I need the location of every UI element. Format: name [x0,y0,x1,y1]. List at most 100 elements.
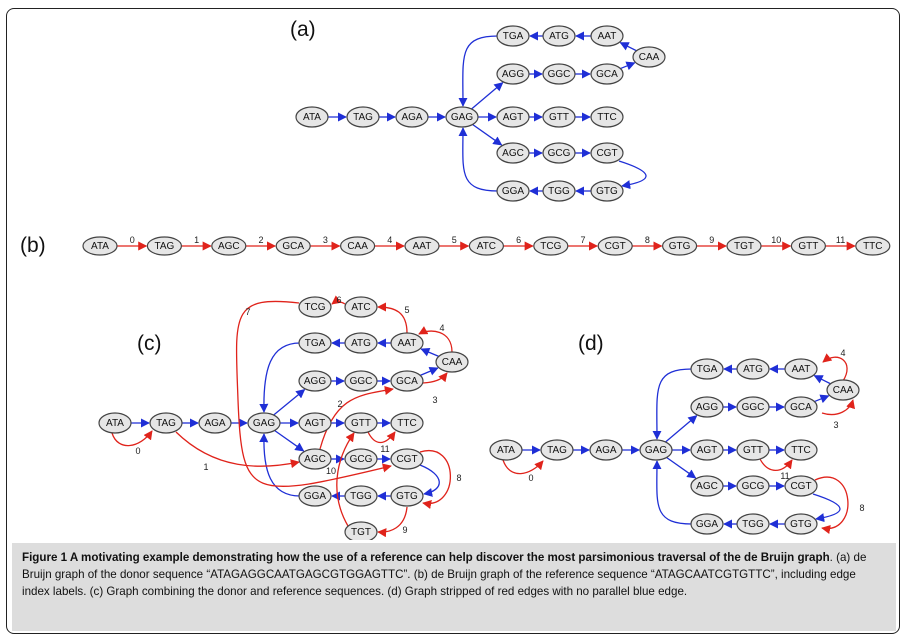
panel-c-node-gtg: GTG [390,485,424,507]
svg-text:AGA: AGA [595,445,616,456]
panel-a-edge-cgt-gtg [618,160,647,190]
panel-c-red-label-0: 0 [135,446,140,456]
panel-c-red-label-7: 7 [245,307,250,317]
panel-c-node-agt: AGT [298,412,332,434]
panel-d-node-aat: AAT [784,358,818,380]
panel-d-node-gcg: GCG [736,475,770,497]
svg-text:GTT: GTT [798,241,818,252]
panel-c-node-atg: ATG [344,332,378,354]
svg-text:GGC: GGC [350,376,373,387]
panel-c-node-gca: GCA [390,370,424,392]
svg-text:AAT: AAT [398,338,417,349]
svg-text:TTC: TTC [863,241,882,252]
panel-d-red-label-8: 8 [859,503,864,513]
panel-a-node-agc: AGC [496,142,530,164]
svg-text:AGC: AGC [696,481,718,492]
svg-text:ATA: ATA [106,418,124,429]
svg-text:TTC: TTC [597,112,616,123]
panel-a-node-ata: ATA [295,106,329,128]
panel-c-node-gtt: GTT [344,412,378,434]
panel-a-edge-caa-aat [619,42,637,52]
panel-c-node-atc: ATC [344,296,378,318]
panel-a-node-gtt: GTT [542,106,576,128]
panel-label-b: (b) [20,234,46,257]
panel-d-edge-gag-agc [666,456,697,479]
panel-c-node-tgg: TGG [344,485,378,507]
panel-label-c: (c) [137,332,162,355]
svg-text:AGG: AGG [502,69,524,80]
panel-b-edge-label-6: 6 [516,235,521,245]
panel-a-node-ggc: GGC [542,63,576,85]
panel-a-node-tag: TAG [346,106,380,128]
panel-b-edge-label-0: 0 [130,235,135,245]
panel-b-node-tag: TAG [146,236,182,256]
panel-a-node-aat: AAT [590,25,624,47]
svg-text:ATC: ATC [477,241,496,252]
svg-text:TAG: TAG [154,241,174,252]
panel-d-node-gtt: GTT [736,439,770,461]
panel-b-node-ata: ATA [82,236,118,256]
panel-c-node-aat: AAT [390,332,424,354]
panel-a-node-aga: AGA [395,106,429,128]
panel-d-node-ata: ATA [489,439,523,461]
panel-d-edge-gca-caa [814,394,830,404]
panel-b-edge-label-4: 4 [387,235,392,245]
svg-text:ATA: ATA [303,112,321,123]
svg-text:ATG: ATG [351,338,371,349]
panel-b-node-caa: CAA [340,236,376,256]
panel-d-red-ata-tag [502,459,544,475]
panel-c-node-cgt: CGT [390,448,424,470]
panel-c-red-tag-agc [175,431,300,469]
panel-d-node-gtg: GTG [784,513,818,535]
panel-d-node-agt: AGT [690,439,724,461]
panel-b-edge-label-2: 2 [258,235,263,245]
panel-c-node-gga: GGA [298,485,332,507]
svg-text:AGT: AGT [305,418,326,429]
panel-a-node-gga: GGA [496,180,530,202]
svg-text:AAT: AAT [792,364,811,375]
panel-d-node-gga: GGA [690,513,724,535]
svg-text:ATA: ATA [497,445,515,456]
svg-text:AGG: AGG [304,376,326,387]
panel-c-red-label-8: 8 [456,473,461,483]
panel-b-edge-label-5: 5 [452,235,457,245]
panel-a-edge-tga-gag [458,35,499,107]
panel-b-edge-label-11: 11 [836,235,845,245]
panel-d-node-tag: TAG [540,439,574,461]
svg-text:TCG: TCG [304,302,325,313]
panel-c-red-gtt-ttc [367,431,396,444]
svg-text:GAG: GAG [253,418,275,429]
svg-text:CAA: CAA [833,385,854,396]
panel-a-node-agg: AGG [496,63,530,85]
panel-d-red-gtt-ttc [759,458,793,472]
panel-a-edge-gag-agg [471,82,504,110]
svg-text:GCA: GCA [596,69,618,80]
panel-c-red-label-10: 10 [326,466,336,476]
svg-text:AGG: AGG [696,402,718,413]
svg-text:GGC: GGC [742,402,765,413]
panel-a-node-agt: AGT [496,106,530,128]
svg-text:TGT: TGT [351,527,371,538]
svg-text:CAA: CAA [442,357,463,368]
panel-c-blue-gca-caa [420,366,439,377]
panel-d-node-agg: AGG [690,396,724,418]
panel-b-node-gtg: GTG [661,236,698,256]
panel-c-red-agc-gca [319,385,394,450]
panel-d-node-cgt: CGT [784,475,818,497]
svg-text:AAT: AAT [598,31,617,42]
svg-text:CGT: CGT [596,148,617,159]
caption-text: . (a) de Bruijn graph of the donor seque… [22,551,867,598]
svg-text:AAT: AAT [413,241,432,252]
panel-d-red-label-11: 11 [780,471,789,481]
panel-b-node-aat: AAT [404,236,440,256]
svg-text:GGA: GGA [304,491,327,502]
panel-c-blue-gag-agg [273,389,306,416]
panel-c-node-tga: TGA [298,332,332,354]
svg-text:ATA: ATA [91,241,109,252]
panel-d-edge-tga-gag [652,368,693,440]
panel-c-red-aat-atc [377,302,408,334]
svg-text:TGA: TGA [503,31,524,42]
svg-text:AGC: AGC [502,148,524,159]
panel-d-edge-gga-gag [652,460,693,525]
panel-c-node-agg: AGG [298,370,332,392]
